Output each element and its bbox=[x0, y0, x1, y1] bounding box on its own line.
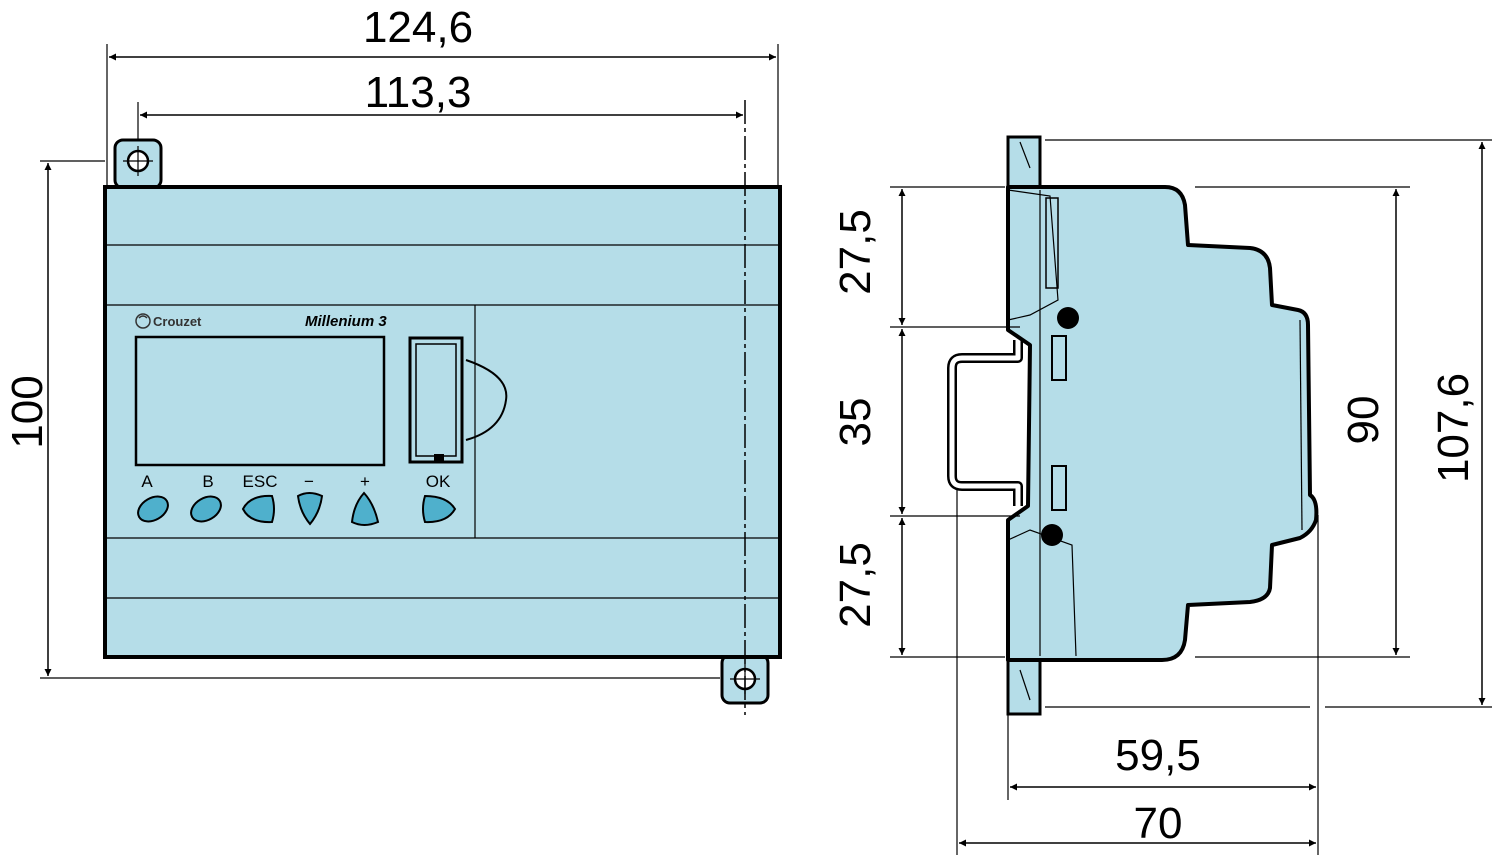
top-mounting-tab bbox=[113, 138, 163, 190]
brand-name: Crouzet bbox=[153, 314, 202, 329]
crouzet-logo: Crouzet bbox=[135, 313, 202, 329]
dim-bottom-segment: 27,5 bbox=[831, 542, 880, 628]
button-esc[interactable] bbox=[241, 494, 275, 524]
dim-overall-width: 124,6 bbox=[363, 3, 473, 52]
button-b[interactable] bbox=[187, 491, 226, 526]
dim-rail-segment: 35 bbox=[831, 398, 880, 447]
bottom-clip bbox=[1006, 654, 1042, 716]
lcd-screen bbox=[134, 335, 386, 467]
button-minus-label: − bbox=[304, 472, 314, 491]
memory-cartridge-slot bbox=[408, 336, 508, 464]
dim-overall-height: 107,6 bbox=[1429, 373, 1478, 483]
button-a-label: A bbox=[141, 472, 153, 491]
dim-top-segment: 27,5 bbox=[831, 209, 880, 295]
dim-mount-width: 113,3 bbox=[365, 68, 472, 117]
button-esc-label: ESC bbox=[243, 472, 278, 491]
top-clip bbox=[1006, 135, 1042, 189]
button-ok-label: OK bbox=[426, 472, 451, 491]
button-ok[interactable] bbox=[422, 494, 457, 524]
button-b-label: B bbox=[202, 472, 213, 491]
side-housing bbox=[1006, 185, 1319, 662]
din-rail bbox=[947, 340, 1023, 506]
dim-depth-front: 59,5 bbox=[1115, 731, 1201, 780]
dim-depth-total: 70 bbox=[1134, 799, 1183, 848]
button-plus[interactable] bbox=[350, 491, 380, 526]
button-minus[interactable] bbox=[296, 492, 324, 526]
model-name: Millenium 3 bbox=[305, 313, 387, 330]
button-a[interactable] bbox=[134, 491, 173, 526]
dim-height: 100 bbox=[3, 375, 52, 448]
button-plus-label: + bbox=[360, 472, 370, 491]
side-view: 27,5 35 27,5 90 107,6 59,5 70 bbox=[831, 135, 1492, 855]
dim-body-height: 90 bbox=[1339, 396, 1388, 445]
front-view: Crouzet Millenium 3 A B ESC − + OK bbox=[3, 3, 782, 715]
